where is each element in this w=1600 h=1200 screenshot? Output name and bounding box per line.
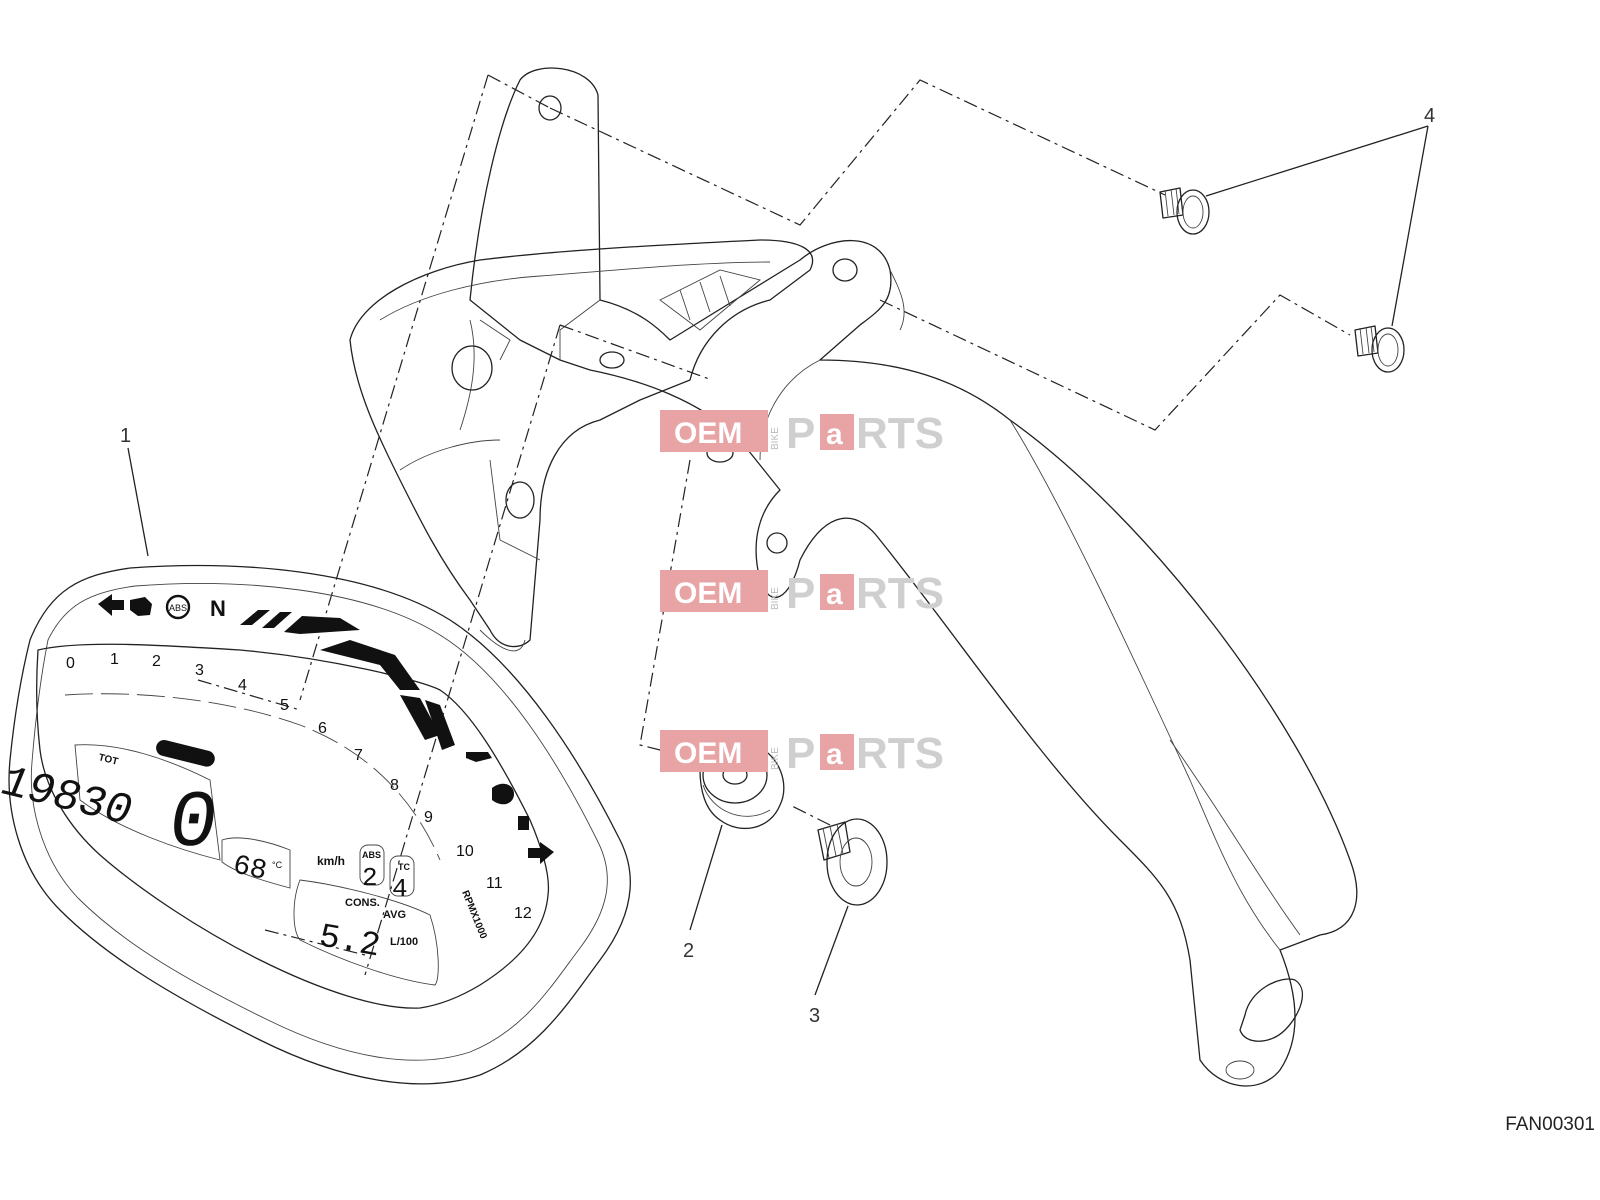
svg-text:BIKE: BIKE	[770, 747, 781, 770]
odometer-value: 19830	[0, 759, 140, 838]
svg-text:OEM: OEM	[674, 737, 742, 770]
oil-pressure-icon	[466, 752, 492, 762]
fuel-icon	[518, 816, 529, 830]
rpm-tick-label: 2	[152, 653, 161, 670]
rpm-tick-label: 11	[486, 875, 503, 892]
rpm-tick-label: 0	[66, 655, 75, 672]
turn-right-icon	[528, 842, 554, 864]
svg-text:OEM: OEM	[674, 417, 742, 450]
svg-text:ABS: ABS	[169, 603, 187, 613]
watermark-top: OEM BIKE P a RTS	[660, 409, 944, 458]
instrument-support-bracket	[469, 67, 1358, 1087]
svg-text:P: P	[786, 409, 815, 458]
svg-text:a: a	[826, 418, 843, 451]
speed-value: 0	[163, 779, 224, 870]
temperature-value: 68	[230, 850, 269, 887]
abs-warning-icon: ABS	[165, 594, 191, 620]
rpm-tick-label: 7	[354, 747, 363, 764]
svg-text:a: a	[826, 738, 843, 771]
watermark-bottom: OEM BIKE P a RTS	[660, 729, 944, 778]
cons-label: CONS.	[345, 897, 380, 909]
svg-text:BIKE: BIKE	[770, 427, 781, 450]
rpm-tick-label: 9	[424, 809, 433, 826]
avg-label: AVG	[383, 909, 406, 921]
consumption-unit: L/100	[390, 936, 418, 948]
svg-text:RTS: RTS	[856, 729, 944, 778]
screw-part-4-upper	[1159, 187, 1210, 235]
callout-1: 1	[120, 425, 131, 447]
abs-label: ABS	[362, 850, 381, 860]
speed-unit: km/h	[317, 854, 345, 868]
svg-text:a: a	[826, 578, 843, 611]
watermark-middle: OEM BIKE P a RTS	[660, 569, 944, 618]
callout-leaders	[127, 125, 1429, 996]
screw-with-washer-part-3	[817, 818, 888, 906]
tc-level: 4	[392, 874, 408, 904]
drawing-code: FAN00301	[1505, 1114, 1595, 1135]
rpm-tick-label: 6	[318, 720, 327, 737]
svg-text:OEM: OEM	[674, 577, 742, 610]
rpm-tick-label: 1	[110, 651, 119, 668]
turn-left-icon	[98, 594, 124, 616]
rpm-tick-label: 4	[238, 677, 247, 694]
tc-label: TC	[398, 862, 410, 872]
svg-text:RTS: RTS	[856, 569, 944, 618]
rpm-tick-label: 5	[280, 697, 289, 714]
rpm-tick-label: 3	[195, 662, 204, 679]
callout-2: 2	[683, 940, 694, 962]
gear-indicator: N	[210, 596, 226, 621]
svg-text:P: P	[786, 569, 815, 618]
screw-part-4-lower	[1354, 325, 1405, 373]
rpm-bar-graphic	[240, 610, 455, 750]
consumption-value: 5.2	[316, 918, 383, 966]
svg-text:BIKE: BIKE	[770, 587, 781, 610]
temperature-unit: °C	[272, 860, 283, 870]
odometer-label: TOT	[97, 752, 119, 767]
svg-text:RTS: RTS	[856, 409, 944, 458]
callout-4: 4	[1424, 105, 1435, 127]
abs-level: 2	[362, 863, 378, 893]
rpm-tick-label: 12	[514, 905, 532, 922]
headlight-housing	[349, 239, 814, 652]
engine-check-icon	[130, 597, 152, 616]
headlight-icon	[492, 783, 514, 805]
callout-3: 3	[809, 1005, 820, 1027]
svg-text:P: P	[786, 729, 815, 778]
rpm-tick-label: 8	[390, 777, 399, 794]
rpm-tick-label: 10	[456, 843, 474, 860]
touring-mode-badge: TOURING	[156, 739, 215, 767]
rpm-unit-label: RPMX1000	[459, 889, 489, 941]
